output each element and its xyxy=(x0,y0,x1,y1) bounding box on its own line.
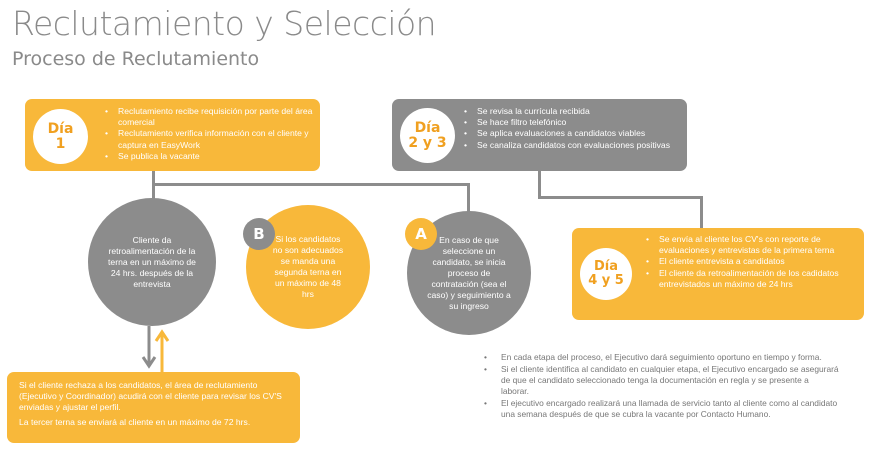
down-arrow-icon xyxy=(141,356,157,369)
connector-day23-down xyxy=(538,170,541,198)
list-item: Se publica la vacante xyxy=(105,151,315,162)
day23-badge: Día 2 y 3 xyxy=(400,108,455,163)
connector-day23-horizontal xyxy=(538,196,703,199)
list-item: El cliente da retroalimentación de los c… xyxy=(646,268,858,290)
day23-box: Día 2 y 3 Se revisa la currícula recibid… xyxy=(392,99,687,171)
feedback-arrows xyxy=(141,326,170,372)
up-arrow-icon xyxy=(154,329,170,342)
day1-badge: Día 1 xyxy=(33,109,88,164)
day23-number: 2 y 3 xyxy=(408,134,447,151)
third-terna-text: La tercer terna se enviará al cliente en… xyxy=(19,417,251,427)
option-a-text: En caso de que seleccione un candidato, … xyxy=(427,234,511,311)
rejection-box: Si el cliente rechaza a los candidatos, … xyxy=(7,372,300,443)
feedback-circle: Cliente da retroalimentación de la terna… xyxy=(88,198,216,326)
day1-label: Día xyxy=(47,120,74,137)
list-item: Se revisa la currícula recibida xyxy=(464,106,679,117)
process-notes: En cada etapa del proceso, el Ejecutivo … xyxy=(484,352,839,421)
rejection-text: Si el cliente rechaza a los candidatos, … xyxy=(19,380,282,412)
option-a-badge: A xyxy=(405,218,437,250)
option-b-badge: B xyxy=(243,218,275,250)
day23-label: Día xyxy=(414,119,441,136)
day1-list: Reclutamiento recibe requisición por par… xyxy=(105,106,315,162)
connector-to-circle-a xyxy=(467,183,470,213)
page-title: Reclutamiento y Selección xyxy=(12,4,437,43)
list-item: El ejecutivo encargado realizará una lla… xyxy=(484,398,839,420)
connector-top-horizontal xyxy=(152,183,470,186)
connector-to-day45 xyxy=(700,196,703,230)
day45-label: Día xyxy=(593,259,619,275)
day1-number: 1 xyxy=(55,135,66,152)
option-b-text: Si los candidatos no son adecuados se ma… xyxy=(272,234,344,299)
list-item: Reclutamiento verifica información con e… xyxy=(105,128,315,150)
list-item: Se canaliza candidatos con evaluaciones … xyxy=(464,140,679,151)
day1-box: Día 1 Reclutamiento recibe requisición p… xyxy=(25,99,320,171)
day45-box: Día 4 y 5 Se envía al cliente los CV's c… xyxy=(572,228,864,320)
list-item: Se hace filtro telefónico xyxy=(464,117,679,128)
feedback-circle-text: Cliente da retroalimentación de la terna… xyxy=(108,234,196,289)
day45-number: 4 y 5 xyxy=(588,273,624,288)
list-item: El cliente entrevista a candidatos xyxy=(646,256,858,267)
list-item: En cada etapa del proceso, el Ejecutivo … xyxy=(484,352,839,363)
list-item: Se envía al cliente los CV's con reporte… xyxy=(646,234,858,256)
day45-badge: Día 4 y 5 xyxy=(580,248,632,300)
list-item: Si el cliente identifica al candidato en… xyxy=(484,364,839,397)
day23-list: Se revisa la currícula recibida Se hace … xyxy=(464,106,679,151)
list-item: Reclutamiento recibe requisición por par… xyxy=(105,106,315,128)
list-item: Se aplica evaluaciones a candidatos viab… xyxy=(464,128,679,139)
page-subtitle: Proceso de Reclutamiento xyxy=(12,48,260,70)
day45-list: Se envía al cliente los CV's con reporte… xyxy=(646,234,858,290)
